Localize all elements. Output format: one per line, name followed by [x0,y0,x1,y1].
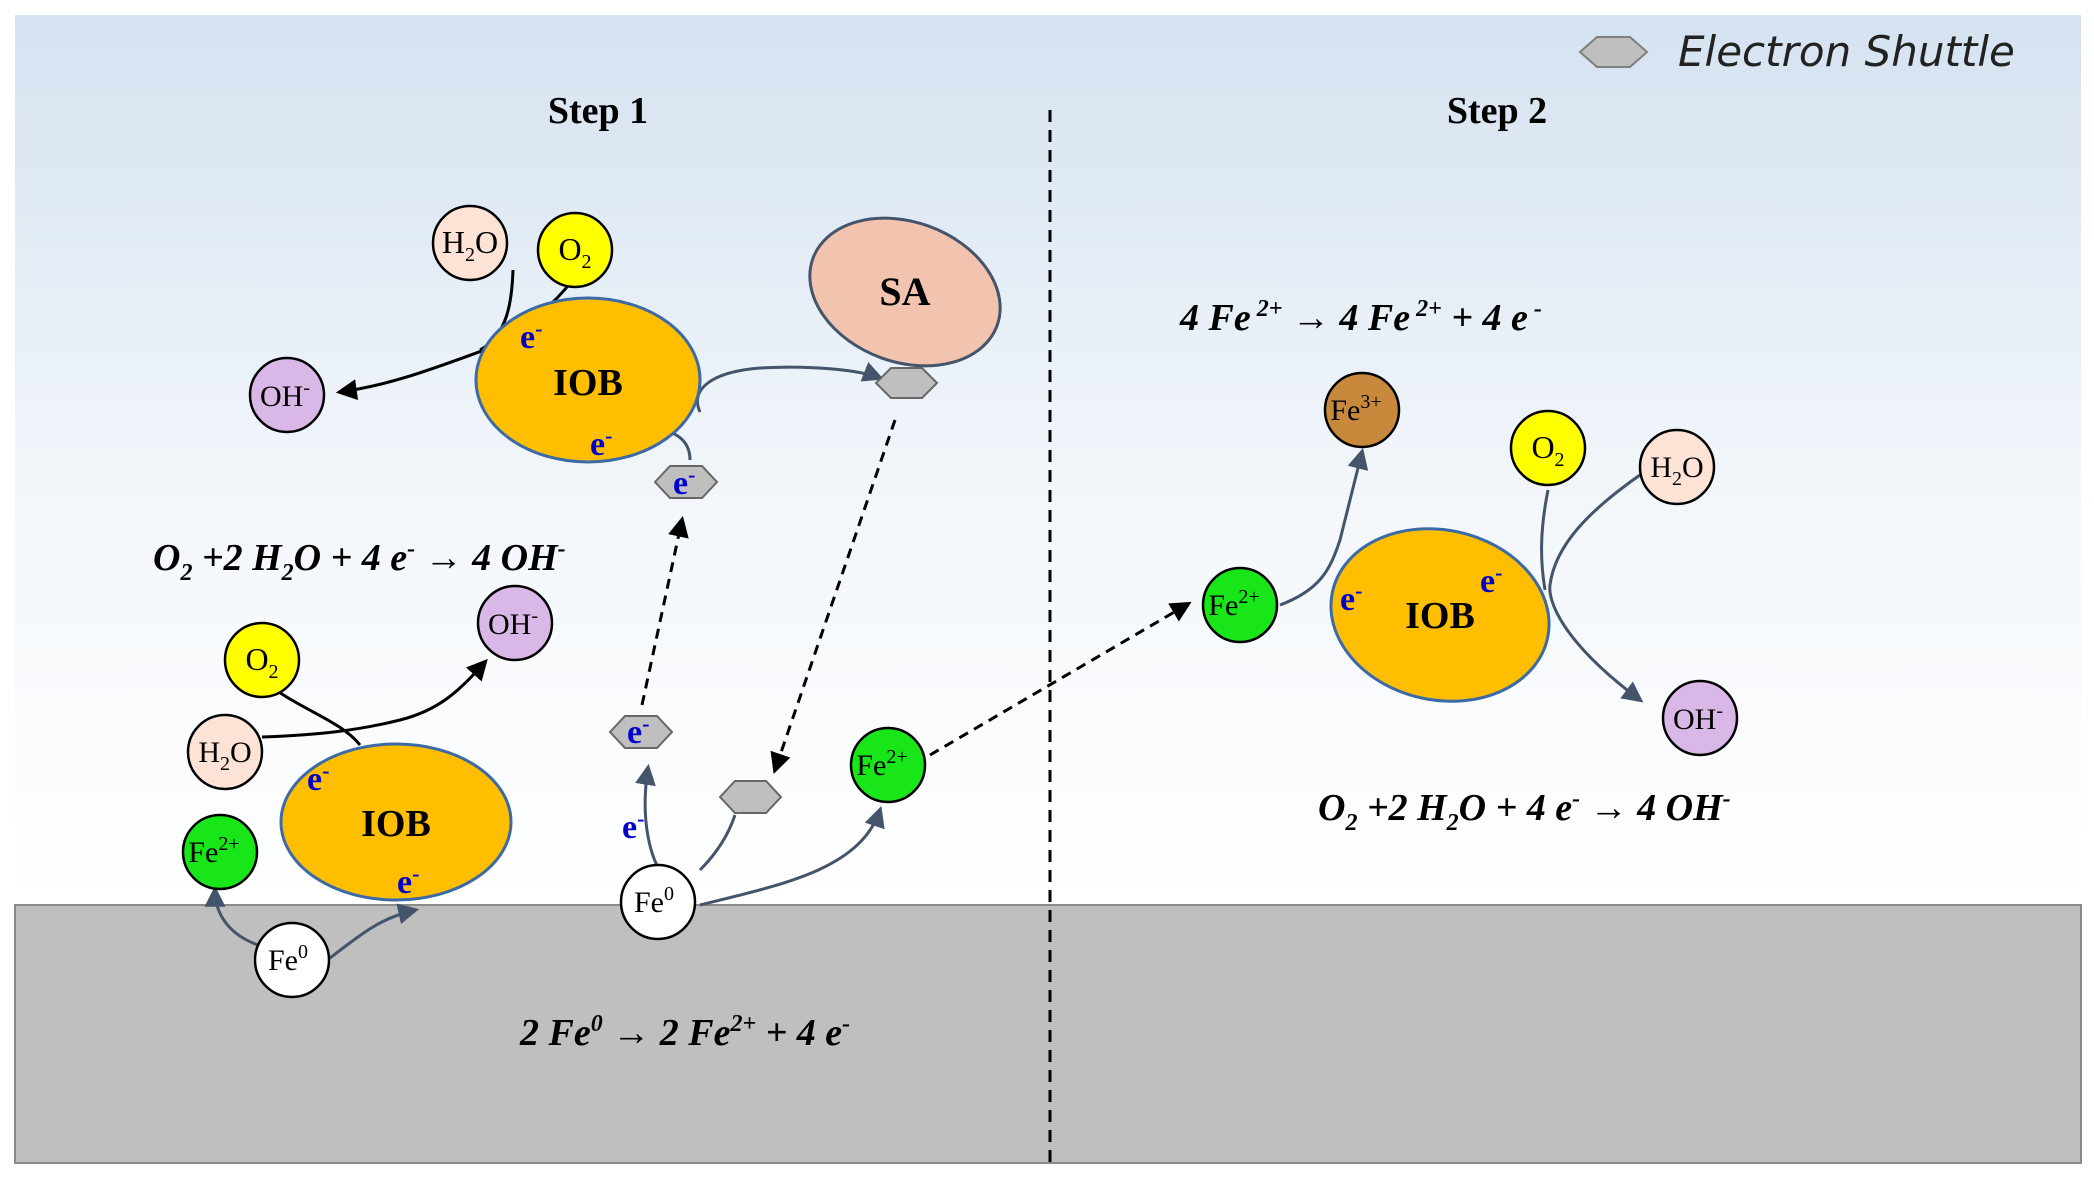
o2-molecule-step2: O2 [1509,409,1587,487]
electron-shuttle-top: e- [673,462,695,502]
electron-top-1: e- [520,316,542,356]
sa-cell [808,216,1002,368]
fe0-to-fe2-arrow [204,885,259,947]
electron-step2-1: e- [1340,578,1362,618]
oh-ion-bottom: OH- [476,584,554,662]
iob-cell-bottom [279,742,513,902]
svg-text:OH-: OH- [488,605,538,641]
equation-oxygen-reduction-step2: O2 +2 H2O + 4 e- → 4 OH- [1318,786,1731,836]
iob-label-top: IOB [553,362,623,404]
fe2-ion-step2: Fe2+ [1201,566,1279,644]
electron-bottom-2: e- [397,861,419,901]
fe0-to-iob-arrow [329,903,420,960]
h2o-molecule-bottom: H2O [186,713,264,791]
h2o-molecule-step2: H2O [1638,428,1716,506]
o2-molecule-top: O2 [536,211,614,289]
oxidized-shuttle-sa [874,367,939,399]
svg-text:H2O: H2O [198,736,251,775]
svg-text:Fe0: Fe0 [634,883,674,919]
legend: Electron Shuttle [1578,27,2015,76]
fe2-ion-bottom-left: Fe2+ [181,813,259,891]
equation-fe-step2: 4 Fe 2+ → 4 Fe 2+ + 4 e - [1179,296,1542,339]
svg-text:O2: O2 [1531,429,1564,471]
reduced-shuttle-bottom [608,715,674,749]
legend-label: Electron Shuttle [1678,27,2015,76]
fe2-to-fe3-arrow [1279,447,1369,607]
h2o-to-oh-arrow [261,658,488,739]
iron-surface [14,904,2082,1164]
hexagon-icon [1578,36,1649,68]
o2-step2-flow [1540,489,1550,591]
fe3-ion-step2: Fe3+ [1323,371,1401,449]
svg-text:Fe2+: Fe2+ [1208,586,1259,622]
oxidized-shuttle-dashed-arrow [770,419,897,774]
svg-text:Fe2+: Fe2+ [856,746,907,782]
svg-text:Fe2+: Fe2+ [188,833,239,869]
oh-ion-top: OH- [248,356,326,434]
shuttle-to-fe0-arrow [698,814,737,872]
oxidized-shuttle-bottom [718,780,783,814]
svg-text:H2O: H2O [442,224,498,266]
sa-label: SA [879,269,930,314]
electron-labels: e- e- e- e- e- e- e- e- e- [307,316,1502,901]
svg-text:O2: O2 [558,231,591,273]
svg-text:Fe3+: Fe3+ [1330,391,1381,427]
iob-label-bottom: IOB [361,803,431,845]
equation-fe-oxidation: 2 Fe0 → 2 Fe2+ + 4 e- [519,1011,850,1054]
iob-cell-top [474,296,702,464]
o2-molecule-bottom: O2 [223,621,301,699]
svg-text:H2O: H2O [1650,451,1703,490]
iob-label-step2: IOB [1405,595,1475,637]
iob-cell-step2 [1329,527,1551,703]
oh-ion-step2: OH- [1661,679,1739,757]
reduced-shuttle-dashed-arrow [640,515,689,706]
step1-title: Step 1 [548,90,648,132]
fe0-atom-center: Fe0 [619,863,697,941]
electron-step2-2: e- [1480,560,1502,600]
equation-oxygen-reduction-step1: O2 +2 H2O + 4 e- → 4 OH- [153,536,566,586]
h2o-to-oh-step2-arrow [1548,473,1644,703]
fe0-atom-left: Fe0 [253,921,331,999]
svg-text:Fe0: Fe0 [268,941,308,977]
fe0-to-fe2-center-arrow [699,806,885,907]
electron-top-2: e- [590,423,612,463]
electron-center: e- [622,806,644,846]
svg-text:OH-: OH- [260,377,310,413]
electron-shuttle-bottom: e- [627,711,649,751]
svg-text:O2: O2 [245,641,278,683]
electron-bottom-1: e- [307,758,329,798]
fe2-ion-center: Fe2+ [849,726,927,804]
step2-title: Step 2 [1447,90,1547,132]
svg-text:OH-: OH- [1673,700,1723,736]
reduced-shuttle-top [653,465,719,499]
h2o-molecule-top: H2O [431,204,509,282]
